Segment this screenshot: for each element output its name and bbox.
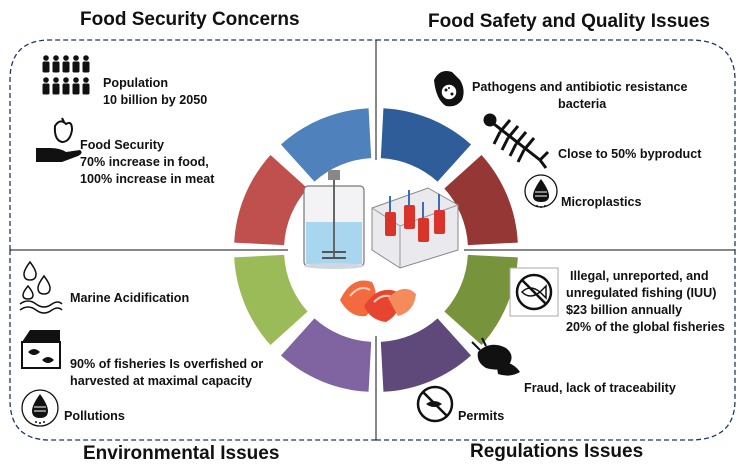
food-increase-text: 70% increase in food,	[80, 155, 209, 169]
overfished-text-line1: 90% of fisheries Is overfished or	[70, 357, 264, 371]
people-group-icon	[42, 55, 90, 95]
iuu-text-line3: $23 billion annually	[566, 303, 683, 317]
fishing-box-icon	[21, 330, 61, 369]
person-body	[42, 61, 50, 73]
person-head	[43, 55, 49, 61]
title-food-security-concerns: Food Security Concerns	[80, 9, 300, 30]
marine-acidification-text: Marine Acidification	[70, 291, 190, 305]
title-environmental-issues: Environmental Issues	[83, 443, 280, 464]
microplastic-drop-icon	[524, 174, 558, 208]
person-body	[82, 61, 90, 73]
person-head	[53, 55, 59, 61]
person-head	[63, 55, 69, 61]
person-body	[72, 61, 80, 73]
title-food-safety-quality: Food Safety and Quality Issues	[428, 11, 710, 32]
population-label: Population	[103, 76, 169, 90]
person-head	[83, 55, 89, 61]
no-permit-icon	[416, 385, 454, 423]
person-head	[83, 77, 89, 83]
ring-segment-blue-right	[380, 108, 472, 182]
person-head	[53, 77, 59, 83]
bottom-right-dashed-border	[376, 250, 736, 441]
permits-text: Permits	[458, 409, 505, 423]
top-right-dashed-border	[376, 39, 736, 250]
bioreactor-image	[303, 170, 365, 269]
person-head	[73, 77, 79, 83]
microplastics-text: Microplastics	[561, 195, 642, 209]
pathogens-text-line1: Pathogens and antibiotic resistance	[472, 80, 688, 94]
population-value: 10 billion by 2050	[103, 93, 208, 107]
person-body	[52, 83, 60, 95]
fraud-text: Fraud, lack of traceability	[524, 381, 676, 395]
acid-drops-icon	[19, 260, 63, 314]
person-body	[52, 61, 60, 73]
hand-pepper-icon	[36, 117, 82, 162]
person-body	[62, 61, 70, 73]
ring-segment-blue-left	[280, 108, 372, 182]
food-security-label: Food Security	[80, 138, 164, 152]
fish-bone-icon	[483, 113, 550, 169]
person-body	[72, 83, 80, 95]
person-body	[82, 83, 90, 95]
person-body	[42, 83, 50, 95]
person-body	[62, 83, 70, 95]
ring-segment-green-left	[234, 254, 308, 346]
pollutions-text: Pollutions	[64, 409, 125, 423]
byproduct-text: Close to 50% byproduct	[558, 147, 702, 161]
hand-bacteria-icon	[434, 71, 464, 107]
pollution-drop-icon	[21, 389, 59, 427]
bioreactor-array-image	[371, 187, 459, 269]
ring-segment-red-left	[234, 154, 308, 246]
meat-increase-text: 100% increase in meat	[80, 172, 215, 186]
cultured-seafood-image	[340, 280, 416, 322]
seafood-icon	[471, 337, 520, 376]
iuu-text-line1: Illegal, unreported, and	[570, 269, 709, 283]
iuu-text-line4: 20% of the global fisheries	[566, 320, 725, 334]
ring-segment-purple-right	[380, 318, 472, 392]
person-head	[63, 77, 69, 83]
title-regulations-issues: Regulations Issues	[470, 441, 644, 462]
ring-segment-red-right	[444, 154, 518, 246]
overfished-text-line2: harvested at maximal capacity	[70, 374, 253, 388]
iuu-text-line2: unregulated fishing (IUU)	[566, 286, 717, 300]
top-left-dashed-border	[9, 39, 376, 250]
person-head	[73, 55, 79, 61]
no-fishing-icon	[509, 267, 559, 317]
pathogens-text-line2: bacteria	[558, 97, 607, 111]
ring-segment-purple-left	[280, 318, 372, 392]
ring-segment-green-right	[444, 254, 518, 346]
person-head	[43, 77, 49, 83]
